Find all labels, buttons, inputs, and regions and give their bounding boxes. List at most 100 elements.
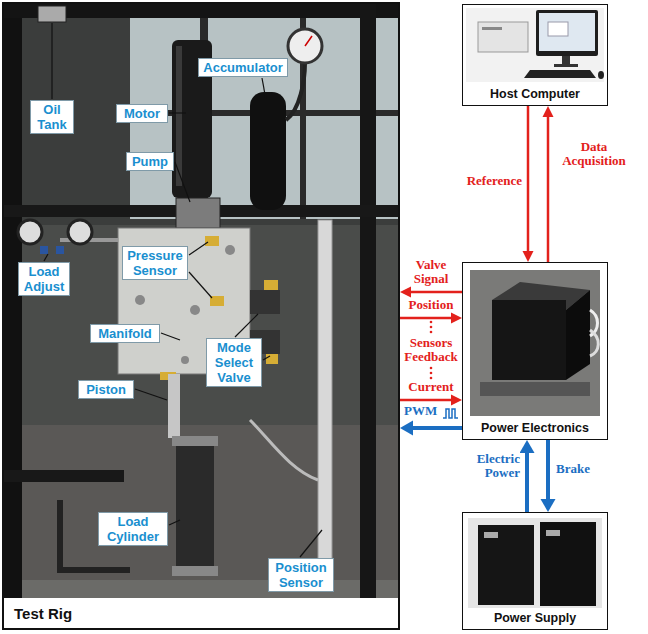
arrow-line [525, 448, 529, 512]
power-supply-photo [468, 518, 602, 608]
part-name: Pressure Sensor [127, 248, 183, 278]
test-rig-photo-part [4, 425, 398, 585]
leader-lines-part [169, 520, 180, 525]
callout-box: Pressure Sensor [122, 246, 188, 280]
power-electronics-box: Power Electronics [462, 262, 608, 440]
arrow-line [408, 426, 462, 430]
test-rig-photo-part [68, 220, 92, 244]
callout-box: Motor [116, 104, 168, 123]
part-name: Manifold [95, 326, 155, 341]
callout-box: Position Sensor [268, 558, 334, 592]
arrow-line [547, 113, 550, 262]
callout-box: Accumulator [198, 58, 288, 77]
arrow-head [451, 395, 462, 406]
test-rig-photo-part [4, 4, 22, 598]
test-rig-photo-part [250, 420, 318, 480]
signal-arrow [541, 440, 556, 512]
part-name: Position Sensor [273, 560, 329, 590]
arrow-line [400, 399, 455, 402]
signal-label: Data Acquisition [554, 140, 634, 168]
host-computer-photo-part [536, 10, 598, 56]
arrow-head [451, 313, 462, 324]
signal-arrow [543, 106, 554, 262]
test-rig-photo [4, 4, 398, 598]
host-computer-photo-part [482, 27, 502, 30]
test-rig-photo-part [318, 220, 332, 580]
arrow-head [400, 287, 411, 298]
callout-box: Oil Tank [30, 100, 74, 134]
power-supply-photo-part [484, 532, 498, 538]
part-name: Load Cylinder [103, 514, 163, 544]
part-name: Pump [131, 154, 169, 169]
host-computer-photo-part [562, 56, 570, 64]
test-rig-photo-part [250, 92, 286, 210]
host-computer-photo-part [554, 64, 578, 67]
leader-lines-part [169, 112, 186, 113]
callout-box: Piston [78, 380, 134, 399]
host-computer-box: Host Computer [462, 4, 608, 106]
signal-label: Brake [556, 462, 606, 476]
signal-dots-part [430, 326, 433, 329]
callout-box: Load Cylinder [98, 512, 168, 546]
leader-lines-part [135, 389, 167, 400]
power-electronics-photo-part [470, 270, 600, 416]
signal-label: PWM [404, 404, 442, 418]
signal-arrow [520, 440, 535, 512]
power-supply-box: Power Supply [462, 512, 608, 630]
test-rig-photo-part [18, 220, 42, 244]
test-rig-photo-part [225, 245, 235, 255]
power-supply-photo-part [540, 522, 596, 606]
leader-lines-part [300, 530, 322, 557]
arrow-line [400, 317, 455, 320]
leader-lines-part [235, 314, 258, 337]
test-rig-photo-part [286, 63, 305, 120]
power-supply-photo-part [478, 525, 534, 605]
test-rig-photo-part [4, 4, 398, 598]
host-computer-photo-part [548, 22, 568, 36]
host-computer-photo-part [598, 71, 604, 79]
signal-label: Electric Power [458, 452, 520, 480]
test-rig-photo-part [4, 225, 398, 425]
test-rig-photo-part [172, 436, 218, 446]
signal-label: Current [402, 380, 460, 394]
leader-lines-part [262, 78, 266, 100]
test-rig-photo-part [181, 356, 189, 364]
signal-label: Sensors Feedback [402, 336, 460, 364]
signal-label: Reference [458, 174, 522, 188]
arrow-line [407, 291, 462, 294]
power-electronics-photo [470, 270, 600, 416]
signal-dots-part [430, 377, 433, 380]
leader-lines-part [189, 272, 212, 298]
test-rig-photo-part [176, 198, 220, 228]
arrow-head [520, 440, 535, 453]
leader-lines-part [51, 23, 52, 99]
test-rig-photo-part [190, 305, 200, 315]
power-supply-photo-part [468, 518, 602, 608]
arrow-head [541, 499, 556, 512]
test-rig-photo-part [135, 295, 145, 305]
test-rig-photo-part [176, 46, 182, 186]
host-computer-photo [466, 8, 604, 82]
signal-dots-part [430, 321, 433, 324]
callout-box: Manifold [90, 324, 160, 343]
power-supply-photo-part [546, 530, 560, 536]
test-rig-photo-part [305, 36, 312, 46]
signal-arrow [523, 106, 534, 262]
test-rig-photo-part [250, 290, 280, 314]
signal-dots-part [430, 367, 433, 370]
part-name: Load Adjust [23, 264, 65, 294]
part-name: Accumulator [203, 60, 283, 75]
test-rig-photo-part [4, 470, 124, 482]
test-rig-photo-part [172, 566, 218, 576]
arrow-head [523, 251, 534, 262]
test-rig-photo-part [56, 246, 64, 254]
test-rig-photo-part [38, 6, 66, 22]
test-rig-photo-part [176, 436, 214, 576]
power-electronics-photo-part [566, 290, 590, 380]
box-title: Power Supply [463, 611, 607, 626]
part-name: Piston [83, 382, 129, 397]
host-computer-photo-part [478, 22, 528, 52]
leader-lines-part [175, 162, 190, 202]
test-rig-photo-part [264, 280, 278, 290]
